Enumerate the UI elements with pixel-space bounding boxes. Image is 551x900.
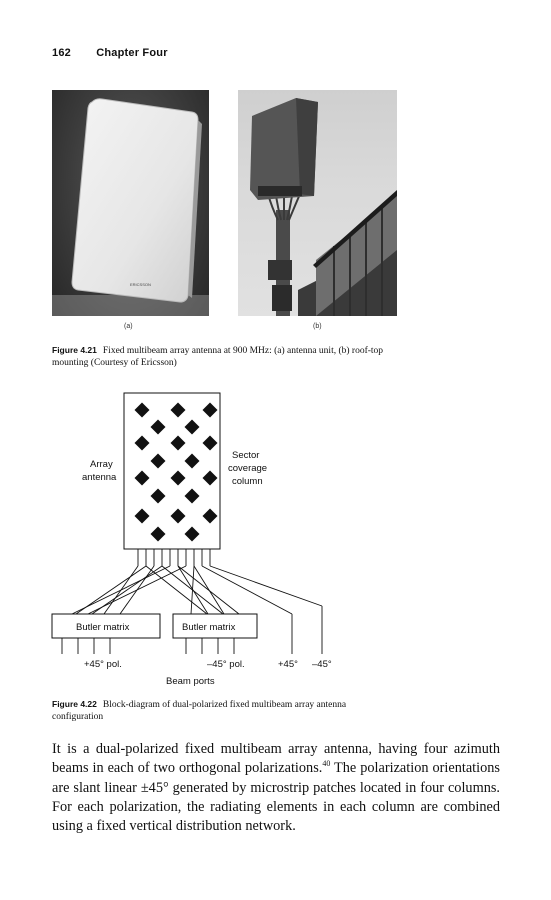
panel-label-b: (b) <box>313 323 322 330</box>
sector-port-minus45: –45° <box>312 659 332 670</box>
ericsson-logo: ERICSSON <box>130 282 151 287</box>
sector-port-plus45: +45° <box>278 659 298 670</box>
patch-diamond <box>184 488 200 504</box>
caption-text: Block-diagram of dual-polarized fixed mu… <box>52 700 347 722</box>
patch-diamond <box>170 470 186 486</box>
panel-label-a: (a) <box>124 323 133 330</box>
patch-diamond <box>150 453 166 469</box>
body-text-2: The polarization orientations are slant … <box>52 760 500 835</box>
feed-line <box>177 565 209 615</box>
caption-text: Fixed multibeam array antenna at 900 MHz… <box>52 346 384 368</box>
patch-diamond <box>150 526 166 542</box>
patch-diamond <box>170 402 186 418</box>
patch-elements <box>134 402 218 542</box>
feed-line <box>209 565 323 607</box>
patch-diamond <box>202 508 218 524</box>
patch-diamond <box>202 435 218 451</box>
butler-left-label: Butler matrix <box>76 622 130 633</box>
plus45-pol-label: +45° pol. <box>84 659 122 670</box>
feed-line <box>201 565 293 615</box>
butler-matrix-right <box>172 613 258 639</box>
array-label-2: antenna <box>82 472 117 483</box>
photo-antenna-unit: ERICSSON <box>52 90 209 316</box>
photo-rooftop-mounting <box>238 90 397 316</box>
feed-line <box>91 565 163 615</box>
patch-diamond <box>202 402 218 418</box>
page-number: 162 <box>52 47 71 59</box>
reference-superscript: 40 <box>322 759 331 769</box>
patch-diamond <box>184 419 200 435</box>
patch-diamond <box>134 508 150 524</box>
body-paragraph: It is a dual-polarized fixed multibeam a… <box>52 740 500 836</box>
running-header: 162 Chapter Four <box>52 47 168 59</box>
patch-diamond <box>150 419 166 435</box>
feed-lines <box>71 549 323 654</box>
sector-label-3: column <box>232 476 263 487</box>
patch-diamond <box>134 470 150 486</box>
figure-number: Figure 4.21 <box>52 345 97 355</box>
chapter-title: Chapter Four <box>96 47 168 59</box>
figure-number: Figure 4.22 <box>52 699 97 709</box>
antenna-unit-illustration: ERICSSON <box>52 98 209 316</box>
beam-port-legs <box>61 638 235 654</box>
feed-line <box>193 565 225 615</box>
patch-diamond <box>170 508 186 524</box>
array-antenna-box <box>123 392 221 550</box>
butler-right-label: Butler matrix <box>182 622 236 633</box>
patch-diamond <box>202 470 218 486</box>
patch-diamond <box>170 435 186 451</box>
sector-label-1: Sector <box>232 450 259 461</box>
patch-diamond <box>150 488 166 504</box>
rooftop-illustration <box>250 98 397 316</box>
beam-ports-label: Beam ports <box>166 676 215 687</box>
patch-diamond <box>184 453 200 469</box>
butler-matrix-left <box>51 613 161 639</box>
body-text-1: It is a dual-polarized fixed multibeam a… <box>52 741 500 777</box>
minus45-pol-label: –45° pol. <box>207 659 245 670</box>
sector-label-2: coverage <box>228 463 267 474</box>
block-diagram: Butler matrix Butler matrix +45° pol. –4… <box>51 392 332 687</box>
array-label-1: Array <box>90 459 113 470</box>
feed-line <box>75 565 147 615</box>
patch-diamond <box>184 526 200 542</box>
feed-line <box>145 565 208 615</box>
patch-diamond <box>134 435 150 451</box>
patch-diamond <box>134 402 150 418</box>
